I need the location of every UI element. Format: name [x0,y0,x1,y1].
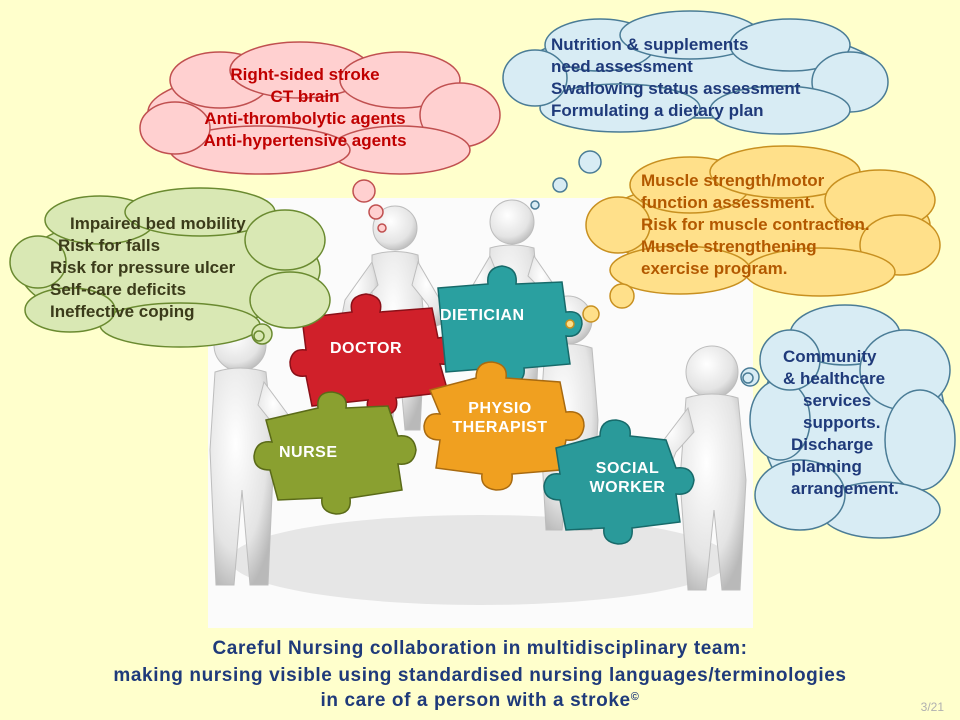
dietician-piece-label: DIETICIAN [440,307,525,324]
figure-social-worker [653,345,747,591]
social-worker-note: services [803,391,872,410]
caption-line-1: Careful Nursing collaboration in multidi… [212,638,748,659]
physio-thought-cloud [565,145,941,329]
social-worker-note: Discharge [791,435,874,454]
physio-piece-label-line: THERAPIST [452,419,548,436]
social-worker-piece-label-line: SOCIAL [595,460,660,477]
social-worker-note: Community [783,347,877,366]
nurse-puzzle-piece [253,391,417,515]
physio-piece-label: PHYSIO THERAPIST [440,399,560,437]
physio-bubble-text: Muscle strength/motor function assessmen… [641,170,870,280]
nurse-note: Risk for falls [58,236,161,255]
dietician-note: Swallowing status assessment [551,79,801,98]
social-worker-thought-cloud [740,304,956,539]
social-worker-note: planning [791,457,862,476]
nurse-piece-label: NURSE [279,444,338,461]
floor-shadow [230,515,730,605]
dietician-note: Nutrition & supplements [551,35,749,54]
dietician-thought-cloud [502,10,889,210]
caption-line-3: in care of a person with a stroke© [0,689,960,713]
doctor-note: Right-sided stroke [230,65,380,84]
dietician-note: need assessment [551,57,693,76]
copyright-mark: © [630,691,640,703]
nurse-note: Risk for pressure ulcer [50,258,236,277]
social-worker-puzzle-piece [543,419,695,545]
nurse-bubble-text: Impaired bed mobility Risk for falls Ris… [50,213,246,323]
physio-note: exercise program. [641,259,788,278]
nurse-note: Self-care deficits [50,280,187,299]
social-worker-note: arrangement. [791,479,899,498]
physio-note: Muscle strengthening [641,237,817,256]
doctor-note: CT brain [270,87,340,106]
caption-line-3-text: in care of a person with a stroke [320,690,631,711]
social-worker-piece-label: SOCIAL WORKER [580,459,675,497]
dietician-note: Formulating a dietary plan [551,101,764,120]
physio-note: function assessment. [641,193,815,212]
nurse-thought-cloud [9,187,331,348]
doctor-note: Anti-hypertensive agents [203,131,407,150]
doctor-note: Anti-thrombolytic agents [204,109,406,128]
social-worker-note: & healthcare [783,369,886,388]
doctor-bubble-text: Right-sided stroke CT brain Anti-thrombo… [170,64,440,152]
page-number: 3/21 [920,700,944,714]
physio-note: Muscle strength/motor [641,171,825,190]
doctor-thought-cloud [139,41,501,233]
doctor-piece-label: DOCTOR [330,340,403,357]
social-worker-bubble-text: Community & healthcare services supports… [783,346,899,500]
nurse-note: Impaired bed mobility [70,214,246,233]
physio-note: Risk for muscle contraction. [641,215,870,234]
caption-line-2: making nursing visible using standardise… [113,665,847,686]
social-worker-piece-label-line: WORKER [589,479,666,496]
social-worker-note: supports. [803,413,881,432]
nurse-note: Ineffective coping [50,302,195,321]
dietician-bubble-text: Nutrition & supplements need assessment … [551,34,800,122]
physio-piece-label-line: PHYSIO [468,400,532,417]
